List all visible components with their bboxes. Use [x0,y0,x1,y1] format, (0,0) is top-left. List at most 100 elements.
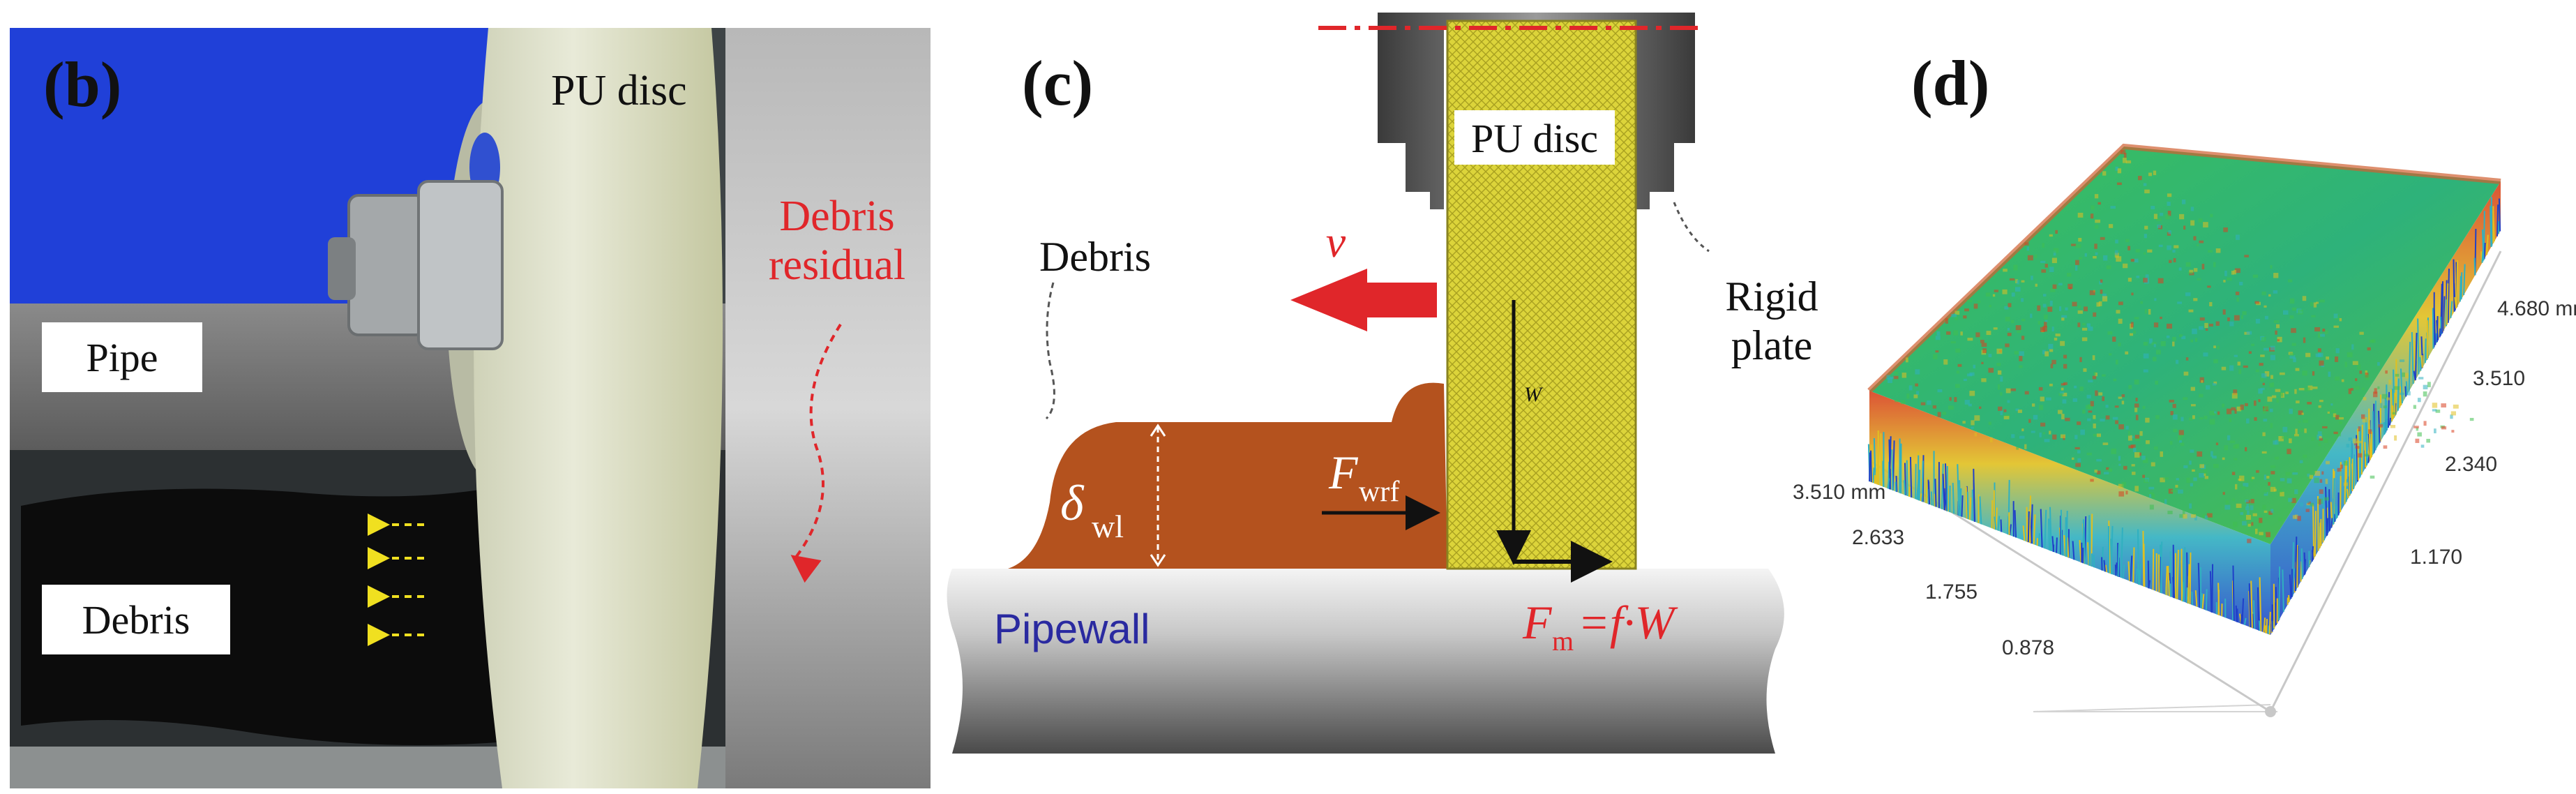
surface-speck [2015,287,2021,292]
surface-speck [2185,292,2191,297]
surface-speck [2348,388,2352,394]
surface-speck [2223,280,2226,283]
surface-speck [2203,470,2208,476]
surface-speck [2115,239,2118,244]
surface-speck [2190,339,2194,343]
surface-speck [2193,477,2197,481]
surface-speck [2158,244,2163,248]
surface-speck [2203,222,2208,228]
surface-speck [2258,388,2263,394]
surface-speck [2198,218,2203,223]
surface-speck [2316,301,2319,304]
surface-speck [2322,328,2326,332]
surface-speck [2065,417,2070,421]
surface-speck [2179,334,2183,337]
axis-corner [2265,706,2276,717]
surface-speck [1988,354,1992,358]
surface-speck [2416,427,2419,431]
surface-speck [2215,248,2221,253]
pu-disc-photo [474,28,723,788]
surface-spike [2132,547,2135,583]
surface-speck [2121,400,2125,405]
surface-speck [2172,336,2176,342]
surface-speck [2077,458,2081,463]
surface-speck [2305,352,2311,357]
surface-speck [2335,356,2339,362]
surface-speck [2333,413,2337,417]
surface-speck [2090,400,2094,407]
surface-speck [2426,438,2431,443]
surface-speck [1953,330,1958,336]
surface-speck [2172,414,2178,420]
velocity-arrow [1290,269,1437,331]
surface-speck [2222,492,2225,495]
surface-speck [2234,458,2238,460]
surface-speck [2236,297,2239,302]
surface-speck [2222,457,2225,460]
surface-speck [2241,486,2246,490]
surface-speck [2295,368,2300,371]
surface-speck [2337,467,2342,472]
surface-speck [2289,352,2295,357]
panel-d-label: (d) [1911,47,1989,119]
surface-speck [2441,426,2447,430]
surface-speck [2264,371,2270,377]
surface-spike [2103,560,2107,572]
surface-speck [2282,436,2288,439]
surface-speck [2248,351,2252,354]
surface-speck [2326,356,2330,360]
surface-speck [2240,404,2244,410]
surface-speck [2093,414,2096,419]
surface-speck [2335,348,2340,354]
surface-speck [2261,451,2267,454]
surface-speck [2127,435,2132,441]
surface-spike [2454,297,2457,309]
surface-spike [1997,516,2001,531]
surface-speck [2293,357,2296,363]
surface-speck [2259,363,2264,366]
surface-spike [1961,495,1964,517]
surface-speck [2021,318,2026,322]
surface-speck [2304,387,2310,392]
fm-subscript: m [1552,625,1574,657]
surface-spike [2241,598,2245,624]
surface-speck [1932,405,1937,409]
surface-speck [1955,384,1960,388]
surface-speck [2168,488,2174,494]
surface-speck [2231,271,2234,275]
surface-speck [2173,258,2176,262]
surface-spike [1944,463,1948,511]
surface-speck [2234,409,2237,414]
surface-speck [1985,292,1991,297]
surface-speck [2318,443,2321,447]
surface-speck [2453,404,2459,409]
surface-speck [2157,224,2161,228]
surface-speck [2149,338,2153,344]
surface-speck [2107,331,2113,335]
surface-speck [1974,432,1978,437]
surface-spike [1941,463,1944,509]
surface-speck [2229,365,2234,371]
fm-equation: =f·W [1578,596,1678,649]
surface-speck [2185,262,2191,267]
surface-speck [2333,431,2338,435]
surface-speck [2270,509,2274,514]
surface-spike [2258,620,2261,631]
surface-speck [2190,387,2195,391]
surface-speck [2289,298,2295,304]
surface-speck [2039,405,2044,410]
surface-speck [2125,426,2129,430]
surface-speck [2270,486,2276,492]
surface-speck [2061,317,2065,321]
surface-spike [2172,577,2176,599]
surface-speck [2413,426,2419,428]
surface-speck [2254,528,2258,534]
surface-speck [2067,283,2073,290]
surface-spike [1965,486,1968,519]
surface-speck [2190,483,2193,487]
surface-speck [2016,447,2019,450]
surface-speck [2256,470,2259,473]
surface-speck [2093,433,2097,437]
surface-speck [2189,503,2192,509]
surface-speck [2019,356,2023,361]
